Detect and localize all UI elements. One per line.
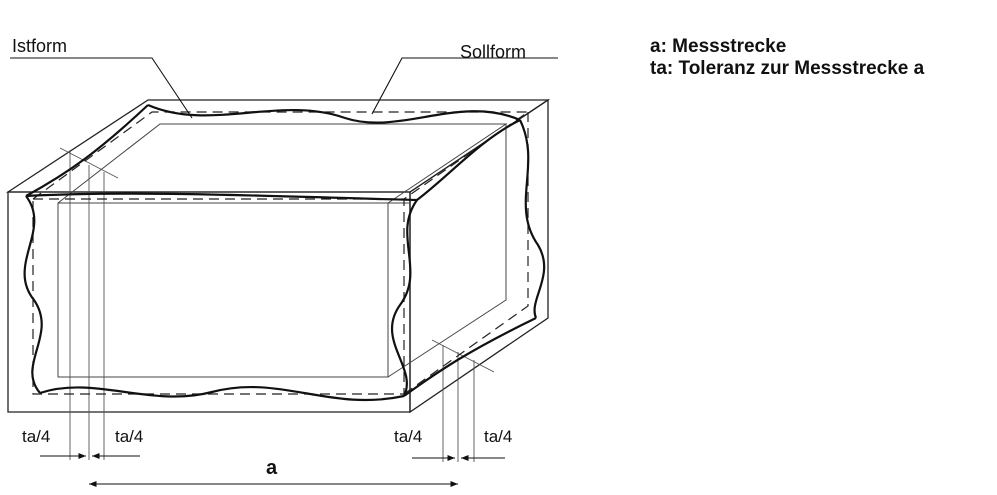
actual-form-front-right	[390, 199, 418, 397]
actual-form-wavy	[23, 103, 546, 402]
istform-leader	[10, 57, 193, 119]
tolerance-label-left-1: ta/4	[22, 427, 50, 446]
actual-form-bottom	[39, 385, 405, 402]
legend-measuring-length: a: Messstrecke	[650, 36, 787, 57]
inner-box-front-face	[57, 202, 389, 378]
tolerance-label-right-1: ta/4	[394, 427, 422, 446]
actual-form-right-bottom	[403, 317, 537, 397]
sollform-leader	[371, 57, 558, 115]
tolerance-label-right-2: ta/4	[484, 427, 512, 446]
sollform-label: Sollform	[460, 42, 526, 62]
left-construction-lines	[59, 147, 119, 460]
inner-tolerance-box	[57, 123, 508, 378]
outer-box-front-face	[7, 191, 411, 413]
legend-tolerance: ta: Toleranz zur Messstrecke a	[650, 58, 925, 79]
measuring-length-label: a	[266, 457, 278, 479]
inner-box-right-edges	[387, 124, 507, 378]
actual-form-top-right-edge	[416, 119, 521, 201]
actual-form-left-side	[23, 195, 43, 394]
actual-form-front-top	[25, 192, 418, 202]
inner-box-top-edges	[57, 123, 508, 204]
actual-form-top-left-edge	[25, 104, 149, 197]
tolerance-label-left-2: ta/4	[115, 427, 143, 446]
right-construction-lines	[431, 339, 495, 462]
leader-lines	[10, 57, 558, 119]
actual-form-back-right	[519, 119, 546, 319]
dimension-lines	[40, 452, 505, 488]
actual-form-top-back	[147, 103, 521, 124]
istform-label: Istform	[12, 36, 67, 56]
